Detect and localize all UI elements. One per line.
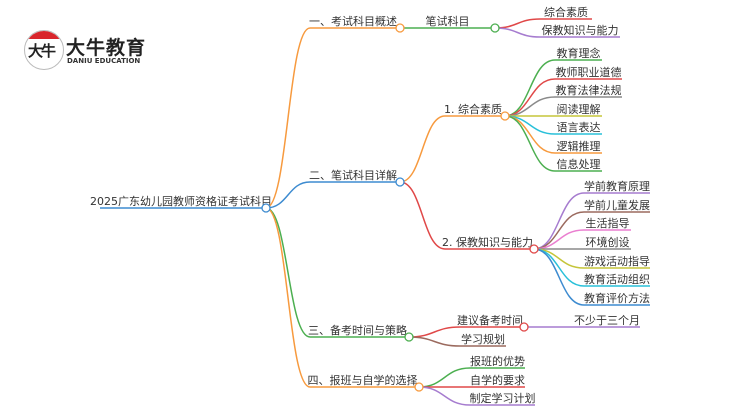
topic-label: 语言表达	[557, 120, 601, 134]
topic-label: 自学的要求	[470, 373, 525, 387]
collapse-toggle[interactable]	[490, 23, 500, 33]
topic-label: 二、笔试科目详解	[309, 168, 397, 182]
logo: 大牛 大牛教育 DANIU EDUCATION	[24, 30, 174, 72]
topic-label: 建议备考时间	[457, 313, 523, 327]
leaf-topic[interactable]: 学前儿童发展	[533, 198, 650, 250]
topic-label: 2025广东幼儿园教师资格证考试科目	[90, 194, 272, 208]
connector-line	[418, 386, 535, 406]
topic-label: 报班的优势	[470, 354, 525, 368]
connector-line	[265, 207, 405, 338]
logo-name: 大牛教育	[66, 37, 147, 59]
topic-label: 教育理念	[557, 46, 601, 60]
subtopic[interactable]: 学习规划	[408, 332, 506, 347]
collapse-toggle[interactable]	[414, 382, 424, 392]
connector-line	[504, 59, 602, 117]
topic-label: 学习规划	[461, 332, 505, 346]
topic-label: 2. 保教知识与能力	[442, 235, 533, 249]
topic-label: 教师职业道德	[556, 65, 622, 79]
topic-label: 教育活动组织	[584, 272, 650, 286]
connector-line	[533, 248, 650, 306]
topic-label: 信息处理	[557, 157, 601, 171]
logo-mark-text: 大牛	[28, 42, 56, 60]
subtopic[interactable]: 自学的要求	[418, 373, 525, 388]
leaf-topic[interactable]: 保教知识与能力	[494, 23, 620, 38]
subtopic[interactable]: 1. 综合素质	[399, 102, 502, 183]
topic-label: 不少于三个月	[574, 314, 640, 327]
collapse-toggle[interactable]	[404, 332, 414, 342]
connector-line	[533, 211, 650, 250]
leaf-topic[interactable]: 教育评价方法	[533, 248, 650, 306]
topic-label: 学前儿童发展	[584, 198, 650, 212]
leaf-topic[interactable]: 教师职业道德	[504, 65, 622, 117]
connector-line	[265, 207, 415, 388]
topic-label: 一、考试科目概述	[309, 14, 397, 28]
connector-line	[399, 115, 501, 183]
topic-label: 生活指导	[586, 216, 630, 230]
connector-line	[399, 181, 530, 250]
topic-label: 环境创设	[586, 235, 630, 249]
collapse-toggle[interactable]	[395, 23, 405, 33]
topic-label: 四、报班与自学的选择	[308, 373, 418, 387]
topic-label: 教育法律法规	[556, 83, 622, 97]
root-topic[interactable]: 2025广东幼儿园教师资格证考试科目	[90, 194, 272, 209]
topic-label: 1. 综合素质	[444, 102, 502, 116]
leaf-topic[interactable]: 信息处理	[504, 115, 602, 172]
branch-topic[interactable]: 二、笔试科目详解	[265, 168, 397, 209]
topic-label: 游戏活动指导	[584, 254, 650, 268]
topic-label: 学前教育原理	[584, 179, 650, 193]
connector-line	[533, 192, 650, 250]
collapse-toggle[interactable]	[395, 177, 405, 187]
branch-topic[interactable]: 四、报班与自学的选择	[265, 207, 418, 388]
collapse-toggle[interactable]	[519, 322, 529, 332]
leaf-topic[interactable]: 不少于三个月	[524, 314, 640, 328]
connector-line	[265, 27, 396, 209]
connector-line	[494, 27, 620, 38]
leaf-topic[interactable]: 教育理念	[504, 46, 602, 117]
topic-label: 制定学习计划	[470, 391, 536, 405]
collapse-toggle[interactable]	[500, 111, 510, 121]
topic-label: 阅读理解	[557, 102, 601, 116]
connector-line	[504, 115, 602, 172]
leaf-topic[interactable]: 学前教育原理	[533, 179, 650, 250]
subtopic[interactable]: 笔试科目	[400, 14, 491, 29]
topic-label: 保教知识与能力	[542, 23, 619, 37]
connector-line	[504, 78, 622, 117]
logo-mark-icon: 大牛	[24, 30, 64, 70]
subtopic[interactable]: 制定学习计划	[418, 386, 536, 406]
subtopic[interactable]: 2. 保教知识与能力	[399, 181, 533, 250]
connector-line	[408, 336, 506, 347]
branch-topic[interactable]: 三、备考时间与策略	[265, 207, 407, 338]
topic-label: 综合素质	[544, 5, 588, 19]
logo-subtitle: DANIU EDUCATION	[67, 57, 141, 65]
topic-label: 教育评价方法	[584, 291, 650, 305]
collapse-toggle[interactable]	[261, 203, 271, 213]
collapse-toggle[interactable]	[529, 244, 539, 254]
topic-label: 三、备考时间与策略	[308, 323, 407, 337]
connector-line	[265, 181, 396, 209]
topic-label: 笔试科目	[426, 14, 470, 28]
topic-label: 逻辑推理	[557, 139, 601, 153]
branch-topic[interactable]: 一、考试科目概述	[265, 14, 397, 209]
